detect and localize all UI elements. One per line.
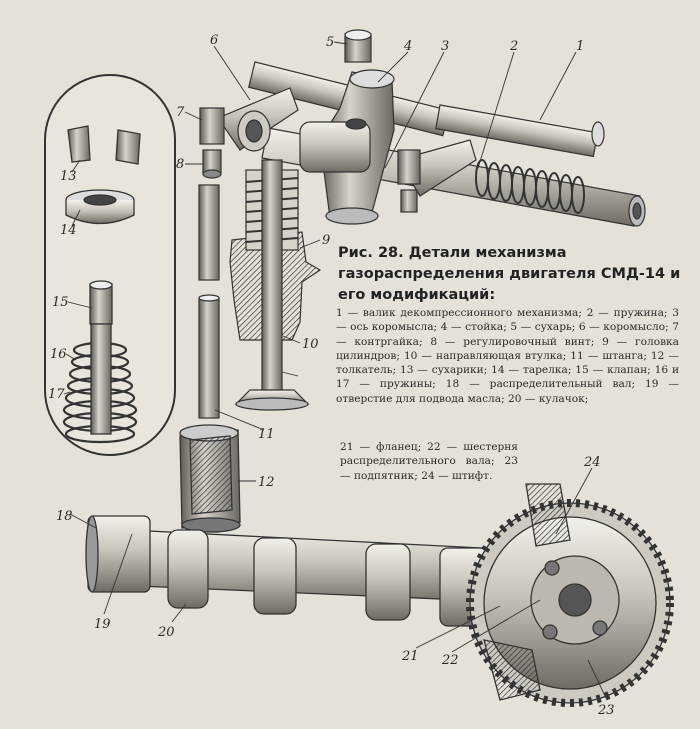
- callout-8: 8: [176, 157, 184, 172]
- figure-number: Рис. 28.: [338, 245, 404, 261]
- callout-2: 2: [509, 39, 518, 54]
- callout-10: 10: [302, 337, 319, 352]
- cylinder-head-cutaway: [229, 159, 322, 411]
- callout-7: 7: [176, 105, 185, 120]
- callout-5: 5: [326, 35, 334, 50]
- figure-caption-title: Рис. 28. Детали механизма газораспределе…: [338, 243, 690, 306]
- callout-16: 16: [50, 347, 67, 362]
- camshaft-gear: [466, 483, 674, 707]
- callout-12: 12: [258, 475, 275, 490]
- figure-title: Детали механизма газораспределения двига…: [338, 245, 681, 303]
- rocker-shaft-assembly: [199, 29, 646, 227]
- callout-4: 4: [403, 39, 412, 54]
- callout-13: 13: [60, 169, 77, 184]
- callout-15: 15: [52, 295, 69, 310]
- callout-20: 20: [157, 625, 175, 640]
- callout-11: 11: [258, 427, 275, 442]
- tappet: [179, 424, 241, 533]
- pushrod: [198, 184, 220, 419]
- leader-lines: [63, 41, 607, 699]
- valve-parts-inset: [44, 74, 176, 456]
- callout-17: 17: [48, 387, 65, 402]
- callout-18: 18: [56, 509, 73, 524]
- callout-24: 24: [583, 455, 601, 470]
- callout-9: 9: [322, 233, 330, 248]
- callout-numbers: 1 2 3 4 5 6 7 8 9 10 11 12 13 14 15 16 1…: [48, 33, 615, 718]
- callout-23: 23: [597, 703, 615, 718]
- callout-21: 21: [401, 649, 419, 664]
- figure-legend-tail: 21 — фланец; 22 — шестерня распределител…: [340, 441, 518, 482]
- callout-19: 19: [94, 617, 111, 632]
- camshaft: [85, 515, 561, 627]
- callout-1: 1: [576, 39, 584, 54]
- callout-22: 22: [441, 653, 459, 668]
- callout-3: 3: [441, 39, 449, 54]
- callout-6: 6: [210, 33, 218, 48]
- callout-14: 14: [60, 223, 77, 238]
- figure-legend: 1 — валик декомпрессионного механизма; 2…: [336, 307, 679, 405]
